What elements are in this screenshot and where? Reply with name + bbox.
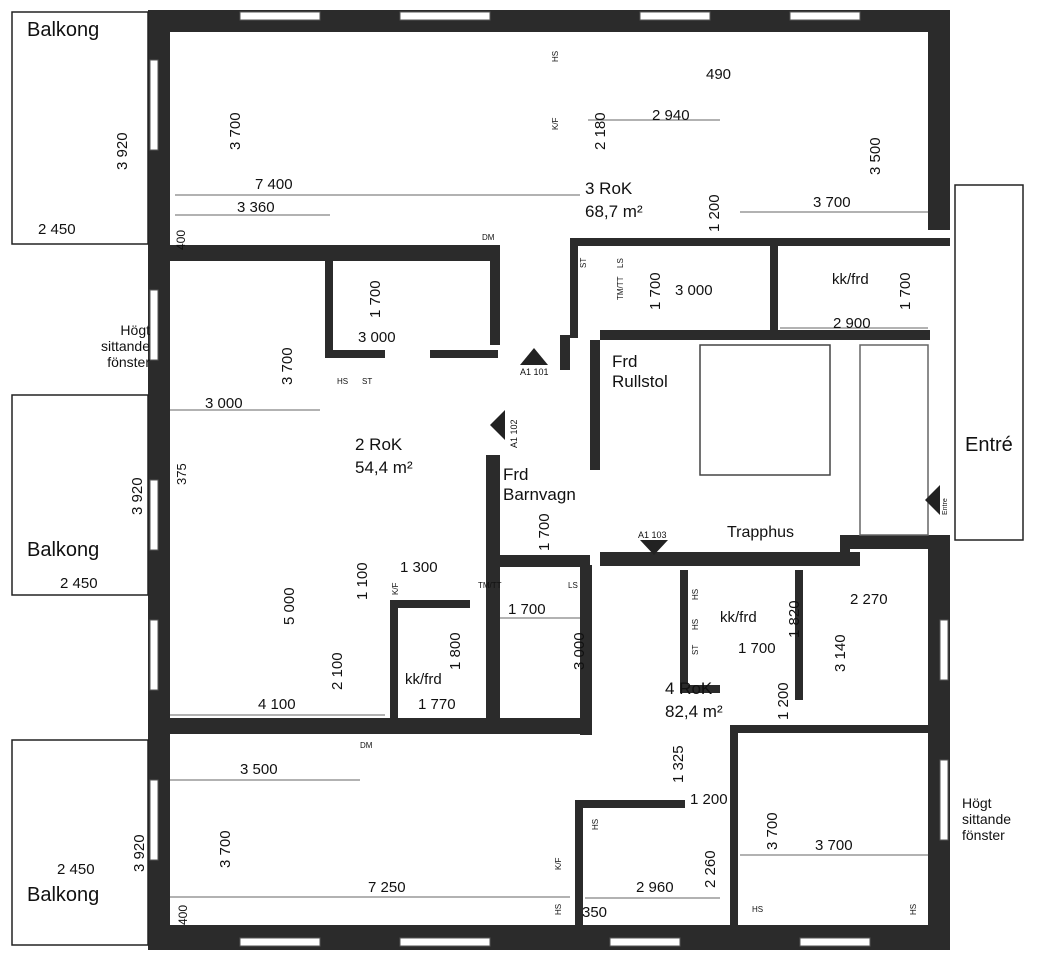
dimension: 350 xyxy=(582,904,608,921)
apartment-area: 54,4 m² xyxy=(355,458,413,477)
apartment-area: 82,4 m² xyxy=(665,702,723,721)
door-code: A1 103 xyxy=(638,530,667,540)
dimension: 4 100 xyxy=(258,696,296,713)
door-code: A1 101 xyxy=(520,367,549,377)
dimension: 1 200 xyxy=(690,791,728,808)
fixture-label: ST xyxy=(579,257,588,268)
closet-label: kk/frd xyxy=(720,609,757,626)
dimension: 3 700 xyxy=(279,347,296,385)
fixture-label: HS xyxy=(337,377,349,386)
balcony-label: Balkong xyxy=(27,539,100,561)
dimension: 1 800 xyxy=(447,632,464,670)
stairwell-label: Trapphus xyxy=(727,524,794,541)
fixture-label: HS xyxy=(752,905,764,914)
dimension: 1 820 xyxy=(786,600,803,638)
wheelchair-storage-label: Frd Rullstol xyxy=(612,352,668,391)
high-window-note: Högt sittande fönster xyxy=(962,795,1012,844)
apartment-area: 68,7 m² xyxy=(585,202,643,221)
dimension: 3 000 xyxy=(675,282,713,299)
dimension: 3 700 xyxy=(815,837,853,854)
dimension: 2 180 xyxy=(592,112,609,150)
high-window-note: Högt sittande fönster xyxy=(100,322,150,371)
dimension: 2 940 xyxy=(652,107,690,124)
fixture-label: ST xyxy=(691,644,700,655)
fixture-label: DM xyxy=(360,741,373,750)
dimension: 2 900 xyxy=(833,315,871,332)
dimension: 3 500 xyxy=(867,137,884,175)
apartment-type: 2 RoK xyxy=(355,435,403,454)
fixture-label: TM/TT xyxy=(616,276,625,300)
fixture-label: DM xyxy=(482,233,495,242)
fixture-label: HS xyxy=(691,618,700,630)
dimension: 3 000 xyxy=(358,329,396,346)
dimension: 400 xyxy=(176,904,190,925)
apartment-type: 4 RoK xyxy=(665,679,713,698)
dimension: 3 000 xyxy=(571,632,588,670)
dimension: 3 920 xyxy=(129,477,146,515)
fixture-label: LS xyxy=(616,258,625,268)
dimension: 7 250 xyxy=(368,879,406,896)
dimension: 1 325 xyxy=(670,745,687,783)
dimension: 1 700 xyxy=(897,272,914,310)
apartment-type: 3 RoK xyxy=(585,179,633,198)
dimension: 2 270 xyxy=(850,591,888,608)
dimension: 3 000 xyxy=(205,395,243,412)
fixture-label: K/F xyxy=(551,117,560,130)
dimension: 3 700 xyxy=(813,194,851,211)
fixture-label: HS xyxy=(909,903,918,915)
dimension: 1 700 xyxy=(367,280,384,318)
dimension: 1 700 xyxy=(738,640,776,657)
dimension: 3 700 xyxy=(217,830,234,868)
pram-storage-label: Frd Barnvagn xyxy=(503,465,576,504)
dimension: 3 700 xyxy=(764,812,781,850)
door-code: Entre xyxy=(942,498,949,515)
fixture-label: LS xyxy=(568,581,578,590)
dimension: 1 200 xyxy=(775,682,792,720)
dimension: 1 100 xyxy=(354,562,371,600)
dimension: 2 100 xyxy=(329,652,346,690)
fixture-label: HS xyxy=(554,903,563,915)
closet-label: kk/frd xyxy=(405,671,442,688)
dimension: 2 450 xyxy=(38,221,76,238)
dimension: 3 500 xyxy=(240,761,278,778)
dimension: 2 960 xyxy=(636,879,674,896)
closet-label: kk/frd xyxy=(832,271,869,288)
dimension: 3 360 xyxy=(237,199,275,216)
fixture-label: HS xyxy=(591,818,600,830)
fixture-label: K/F xyxy=(391,582,400,595)
fixture-label: K/F xyxy=(554,857,563,870)
dimension: 1 700 xyxy=(508,601,546,618)
dimension: 5 000 xyxy=(281,587,298,625)
dimension: 3 700 xyxy=(227,112,244,150)
dimension: 2 260 xyxy=(702,850,719,888)
dimension: 1 700 xyxy=(536,513,553,551)
dimension: 1 300 xyxy=(400,559,438,576)
dimension: 490 xyxy=(706,66,732,83)
dimension: 2 450 xyxy=(57,861,95,878)
dimension: 375 xyxy=(174,463,189,485)
dimension: 2 450 xyxy=(60,575,98,592)
dimension: 7 400 xyxy=(255,176,293,193)
fixture-label: HS xyxy=(691,588,700,600)
dimension: 3 920 xyxy=(131,834,148,872)
fixture-label: TM/TT xyxy=(478,581,502,590)
dimension: 1 770 xyxy=(418,696,456,713)
balcony-label: Balkong xyxy=(27,884,100,906)
dimension: 400 xyxy=(174,229,188,250)
balcony-label: Balkong xyxy=(27,19,100,41)
fixture-label: ST xyxy=(362,377,373,386)
fixture-label: HS xyxy=(551,50,560,62)
dimension: 3 140 xyxy=(832,634,849,672)
dimension: 3 920 xyxy=(114,132,131,170)
dimension: 1 200 xyxy=(706,194,723,232)
dimension: 1 700 xyxy=(647,272,664,310)
entrance-label: Entré xyxy=(965,434,1013,456)
door-code: A1 102 xyxy=(509,419,519,448)
